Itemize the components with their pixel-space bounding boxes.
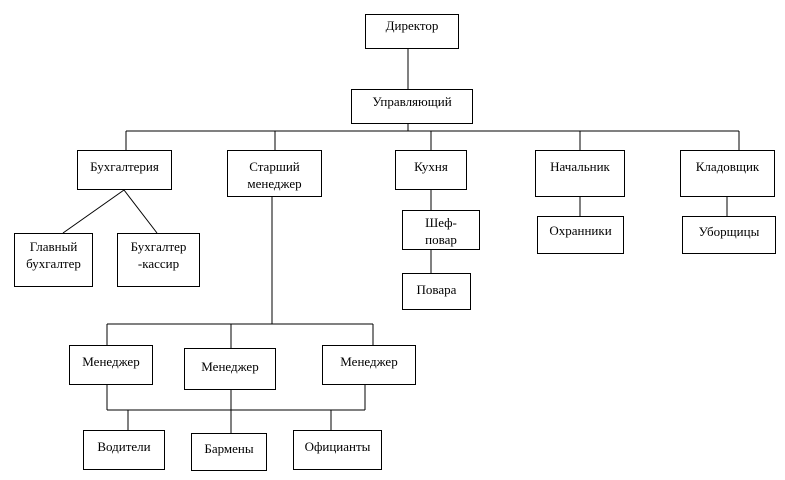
- node-chef: Шеф- повар: [402, 210, 480, 250]
- node-manager-2: Менеджер: [184, 348, 276, 390]
- node-director: Директор: [365, 14, 459, 49]
- node-guards: Охранники: [537, 216, 624, 254]
- node-cooks: Повара: [402, 273, 471, 310]
- node-kitchen: Кухня: [395, 150, 467, 190]
- node-storekeeper: Кладовщик: [680, 150, 775, 197]
- node-drivers: Водители: [83, 430, 165, 470]
- node-chief: Начальник: [535, 150, 625, 197]
- node-accountant-cashier: Бухгалтер -кассир: [117, 233, 200, 287]
- node-cleaners: Уборщицы: [682, 216, 776, 254]
- node-accounting: Бухгалтерия: [77, 150, 172, 190]
- node-waiters: Официанты: [293, 430, 382, 470]
- node-manager-general: Управляющий: [351, 89, 473, 124]
- node-manager-1: Менеджер: [69, 345, 153, 385]
- node-chief-accountant: Главный бухгалтер: [14, 233, 93, 287]
- node-senior-manager: Старший менеджер: [227, 150, 322, 197]
- edge-accounting-chief-accountant: [62, 189, 125, 234]
- node-manager-3: Менеджер: [322, 345, 416, 385]
- edge-accounting-cashier: [123, 189, 158, 234]
- node-barmen: Бармены: [191, 433, 267, 471]
